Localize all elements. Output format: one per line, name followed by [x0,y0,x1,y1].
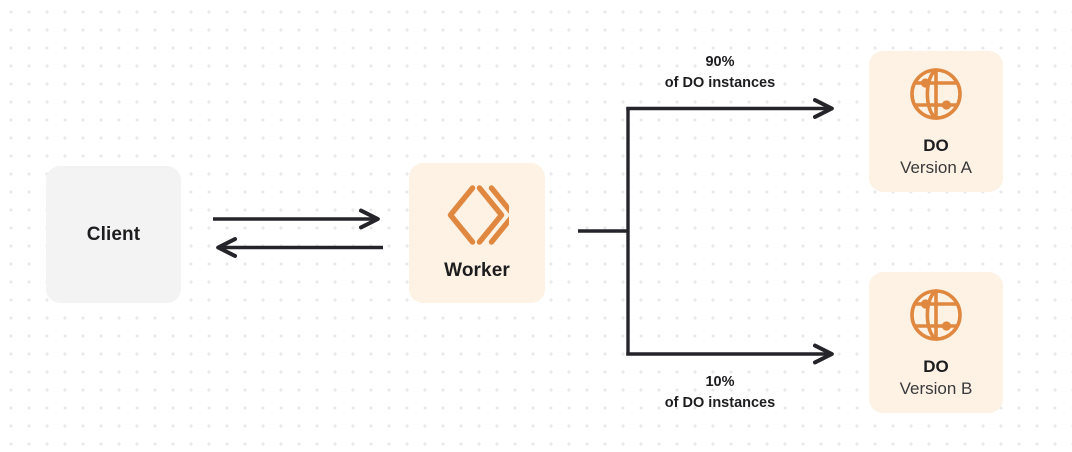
edge-label-do-b-caption: of DO instances [664,394,776,411]
node-client[interactable]: Client [46,166,181,303]
node-do-b-title: DO [923,357,949,377]
edge-label-do-a-percent: 90% [705,54,735,70]
globe-icon [906,285,966,345]
edge-label-do-b: 10% of DO instances [625,372,815,413]
edge-label-do-a-caption: of DO instances [664,74,776,91]
node-do-version-b[interactable]: DO Version B [869,272,1003,413]
edge-label-do-a: 90% of DO instances [625,52,815,93]
node-worker[interactable]: Worker [409,163,545,303]
cloudflare-workers-icon [445,184,517,246]
node-do-version-a[interactable]: DO Version A [869,51,1003,192]
edge-label-do-b-percent: 10% [705,374,735,390]
node-client-label: Client [86,223,141,245]
globe-icon [906,64,966,124]
node-do-b-subtitle: Version B [899,378,973,398]
node-worker-label: Worker [444,260,510,282]
node-do-a-subtitle: Version A [900,157,972,177]
node-do-a-title: DO [923,136,949,156]
